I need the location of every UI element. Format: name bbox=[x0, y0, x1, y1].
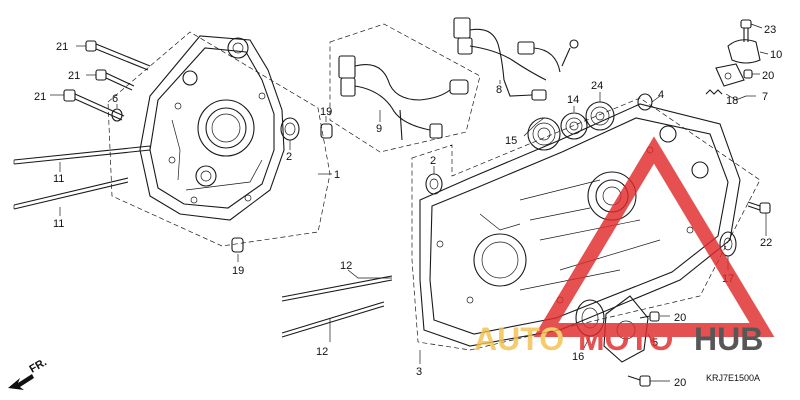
watermark-logo: AUTO MOTO HUB bbox=[474, 136, 775, 357]
callout-7: 7 bbox=[762, 91, 768, 103]
callout-2-upper: 2 bbox=[286, 151, 292, 163]
callout-21-b: 21 bbox=[68, 70, 80, 82]
right-crankcase-outline bbox=[107, 31, 331, 247]
oil-seal-4 bbox=[637, 93, 653, 111]
callout-9: 9 bbox=[376, 123, 382, 135]
stud-11-upper bbox=[13, 145, 151, 165]
diagram-code: KRJ7E1500A bbox=[706, 373, 760, 383]
watermark-word-hub: HUB bbox=[694, 321, 763, 357]
callout-24: 24 bbox=[591, 80, 603, 92]
callout-12-lower: 12 bbox=[316, 346, 328, 358]
callout-2-lower: 2 bbox=[430, 155, 436, 167]
watermark-word-moto: MOTO bbox=[578, 321, 673, 357]
harness-9-box bbox=[329, 23, 481, 153]
stud-12-upper bbox=[281, 275, 393, 302]
right-crankcase bbox=[139, 35, 285, 221]
callout-3: 3 bbox=[416, 366, 422, 378]
callout-16: 16 bbox=[572, 351, 584, 363]
watermark-triangle bbox=[533, 136, 775, 337]
callout-21-a: 21 bbox=[56, 41, 68, 53]
bolt-21-c bbox=[63, 89, 125, 121]
callout-21-c: 21 bbox=[34, 91, 46, 103]
callout-20-cover-lower: 20 bbox=[674, 377, 686, 389]
callout-11-upper: 11 bbox=[53, 173, 64, 185]
wire-harness-8 bbox=[453, 17, 579, 101]
stud-11-lower bbox=[13, 177, 129, 210]
front-arrow: FR. bbox=[8, 356, 49, 390]
washer-6 bbox=[111, 108, 123, 122]
bolt-21-b bbox=[95, 69, 135, 91]
oil-seal-lower bbox=[425, 173, 443, 195]
bolt-20-sensor bbox=[743, 69, 753, 79]
callout-10: 10 bbox=[770, 49, 782, 61]
dowel-pin-lower bbox=[231, 237, 244, 253]
left-crankcase-outline bbox=[411, 97, 761, 351]
bearing-14 bbox=[560, 112, 588, 140]
left-crankcase bbox=[419, 103, 741, 347]
callout-labels: 1 2 2 3 4 5 6 7 8 9 10 11 11 12 12 14 15… bbox=[34, 24, 782, 389]
callout-1: 1 bbox=[334, 169, 340, 181]
callout-20-sensor: 20 bbox=[762, 70, 774, 82]
wire-harness-9 bbox=[338, 55, 469, 141]
callout-19-lower: 19 bbox=[232, 265, 244, 277]
callout-11-lower: 11 bbox=[53, 218, 64, 230]
callout-15: 15 bbox=[505, 135, 517, 147]
callout-4: 4 bbox=[658, 89, 664, 101]
bolt-22 bbox=[747, 201, 771, 214]
stud-12-lower bbox=[281, 301, 385, 338]
bolt-21-a bbox=[85, 40, 151, 71]
front-label: FR. bbox=[28, 356, 49, 375]
callout-18: 18 bbox=[726, 95, 738, 107]
callout-23: 23 bbox=[764, 24, 776, 36]
bolt-20-upper bbox=[639, 311, 660, 322]
oil-seal-upper bbox=[280, 117, 300, 141]
callout-8: 8 bbox=[496, 84, 502, 96]
bolt-23 bbox=[740, 19, 752, 42]
watermark-word-auto: AUTO bbox=[474, 321, 564, 357]
callout-20-cover-upper: 20 bbox=[674, 312, 686, 324]
callout-6: 6 bbox=[112, 93, 118, 105]
sensor-10 bbox=[727, 39, 761, 64]
callout-19-upper: 19 bbox=[320, 106, 332, 118]
bearing-15 bbox=[527, 117, 561, 151]
callout-22: 22 bbox=[760, 237, 772, 249]
spring-18 bbox=[705, 89, 723, 95]
bearing-24 bbox=[585, 101, 615, 131]
callout-5: 5 bbox=[652, 337, 658, 349]
dowel-pin-upper bbox=[320, 123, 333, 139]
bolt-20-lower bbox=[627, 375, 651, 387]
callout-14: 14 bbox=[567, 94, 579, 106]
leader-lines bbox=[50, 23, 769, 382]
callout-12-upper: 12 bbox=[340, 260, 352, 272]
sensor-arm bbox=[715, 63, 745, 87]
